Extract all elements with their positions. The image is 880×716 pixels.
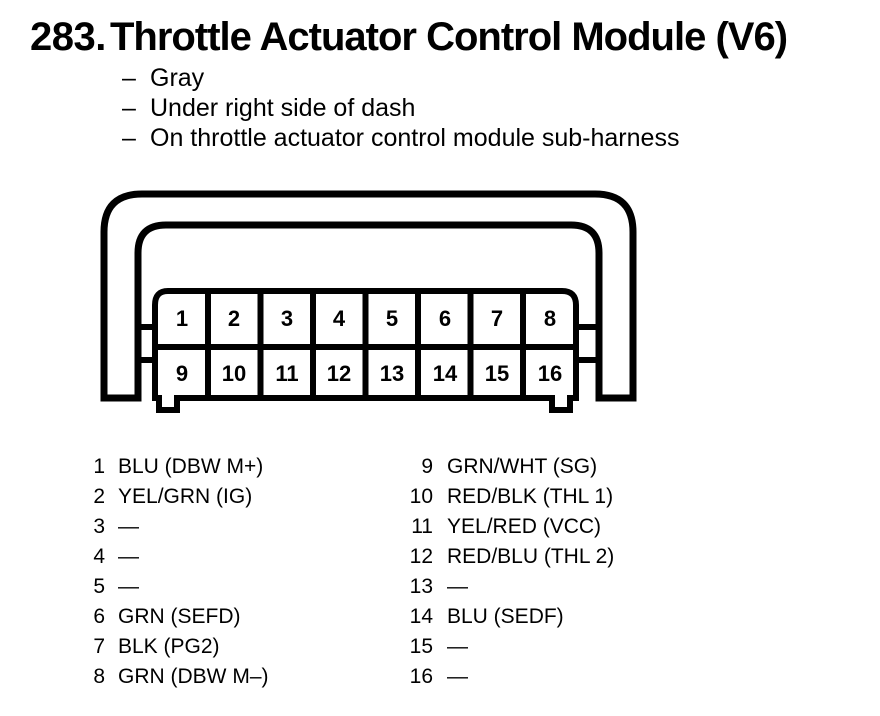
pin-wire-label: RED/BLU (THL 2): [447, 545, 615, 568]
pin-number: 13: [409, 575, 433, 598]
pin-row: 15 —: [405, 632, 614, 662]
pin-row: 14 BLU (SEDF): [405, 602, 614, 632]
pin-wire-label: —: [447, 635, 468, 658]
connector-pin-number: 4: [333, 306, 346, 331]
pin-wire-label: BLU (DBW M+): [118, 455, 264, 478]
pin-number: 1: [93, 455, 105, 478]
pin-wire-label: GRN/WHT (SG): [447, 455, 598, 478]
pin-number: 9: [421, 455, 433, 478]
pin-wire-label: YEL/RED (VCC): [447, 515, 602, 538]
pin-row: 6 GRN (SEFD): [85, 602, 269, 632]
pin-row: 10 RED/BLK (THL 1): [405, 482, 614, 512]
pin-number: 6: [93, 605, 105, 628]
pin-wire-label: RED/BLK (THL 1): [447, 485, 614, 508]
connector-pin-number: 3: [281, 306, 293, 331]
detail-list: – Gray – Under right side of dash – On t…: [122, 63, 679, 153]
connector-pin-number: 13: [380, 361, 404, 386]
pin-wire-label: —: [118, 545, 139, 568]
housing-inner-line: [134, 221, 603, 398]
page-title: Throttle Actuator Control Module (V6): [110, 15, 788, 59]
pin-number: 7: [93, 635, 105, 658]
pin-row: 9 GRN/WHT (SG): [405, 452, 614, 482]
connector-pin-number: 6: [439, 306, 451, 331]
pin-number: 15: [409, 635, 433, 658]
pin-row: 4 —: [85, 542, 269, 572]
dash-bullet: –: [122, 94, 136, 122]
connector-pin-number: 10: [222, 361, 246, 386]
dash-bullet: –: [122, 124, 136, 152]
pin-number: 2: [93, 485, 105, 508]
pin-number: 12: [409, 545, 433, 568]
detail-line: – Under right side of dash: [122, 93, 679, 123]
connector-pin-number: 14: [433, 361, 458, 386]
pin-list-right: 9 GRN/WHT (SG) 10 RED/BLK (THL 1) 11 YEL…: [405, 452, 615, 692]
pin-row: 3 —: [85, 512, 269, 542]
pin-number: 11: [411, 515, 433, 538]
connector-side-tabs: [136, 324, 601, 363]
pin-row: 5 —: [85, 572, 269, 602]
pin-number: 8: [93, 665, 105, 688]
pin-wire-label: —: [118, 575, 139, 598]
connector-diagram: 1 2 3 4 5 6 7 8 9 10 11 12 13 14 15 16: [96, 186, 641, 431]
pin-numbers-bottom-row: 9 10 11 12 13 14 15 16: [176, 361, 562, 386]
connector-pin-number: 11: [275, 361, 298, 386]
pin-wire-label: —: [447, 575, 468, 598]
pin-number: 4: [93, 545, 105, 568]
detail-text: Under right side of dash: [150, 94, 416, 122]
pin-cell-grid: [158, 294, 573, 395]
connector-pin-number: 1: [176, 306, 188, 331]
pin-wire-label: —: [118, 515, 139, 538]
pin-row: 1 BLU (DBW M+): [85, 452, 269, 482]
pin-numbers-top-row: 1 2 3 4 5 6 7 8: [176, 306, 556, 331]
pin-number: 3: [93, 515, 105, 538]
dash-bullet: –: [122, 64, 136, 92]
pin-wire-label: —: [447, 665, 468, 688]
pin-wire-label: GRN (SEFD): [118, 605, 241, 628]
pin-wire-label: GRN (DBW M–): [118, 665, 269, 688]
pin-row: 8 GRN (DBW M–): [85, 662, 269, 692]
pin-row: 11 YEL/RED (VCC): [405, 512, 614, 542]
pin-list-left: 1 BLU (DBW M+) 2 YEL/GRN (IG) 3 — 4 — 5 …: [85, 452, 269, 692]
connector-pin-number: 5: [386, 306, 398, 331]
connector-pin-number: 7: [491, 306, 503, 331]
detail-line: – Gray: [122, 63, 679, 93]
pin-row: 7 BLK (PG2): [85, 632, 269, 662]
connector-pin-number: 2: [228, 306, 240, 331]
pin-wire-label: BLU (SEDF): [447, 605, 564, 628]
connector-pin-number: 16: [538, 361, 562, 386]
pin-number: 14: [409, 605, 433, 628]
pin-row: 2 YEL/GRN (IG): [85, 482, 269, 512]
detail-line: – On throttle actuator control module su…: [122, 123, 679, 153]
connector-pin-number: 9: [176, 361, 188, 386]
pin-wire-label: YEL/GRN (IG): [118, 485, 253, 508]
housing-outer-line: [100, 190, 637, 398]
pin-number: 10: [409, 485, 433, 508]
connector-pin-number: 12: [327, 361, 351, 386]
pin-number: 5: [93, 575, 105, 598]
pin-row: 12 RED/BLU (THL 2): [405, 542, 615, 572]
pin-row: 16 —: [405, 662, 614, 692]
pin-number: 16: [409, 665, 433, 688]
section-number: 283.: [30, 15, 106, 59]
detail-text: Gray: [150, 64, 205, 92]
connector-housing-outline: [100, 190, 637, 402]
connector-pin-number: 15: [485, 361, 509, 386]
connector-pin-number: 8: [544, 306, 556, 331]
pin-wire-label: BLK (PG2): [118, 635, 220, 658]
detail-text: On throttle actuator control module sub-…: [150, 124, 680, 152]
pin-row: 13 —: [405, 572, 614, 602]
